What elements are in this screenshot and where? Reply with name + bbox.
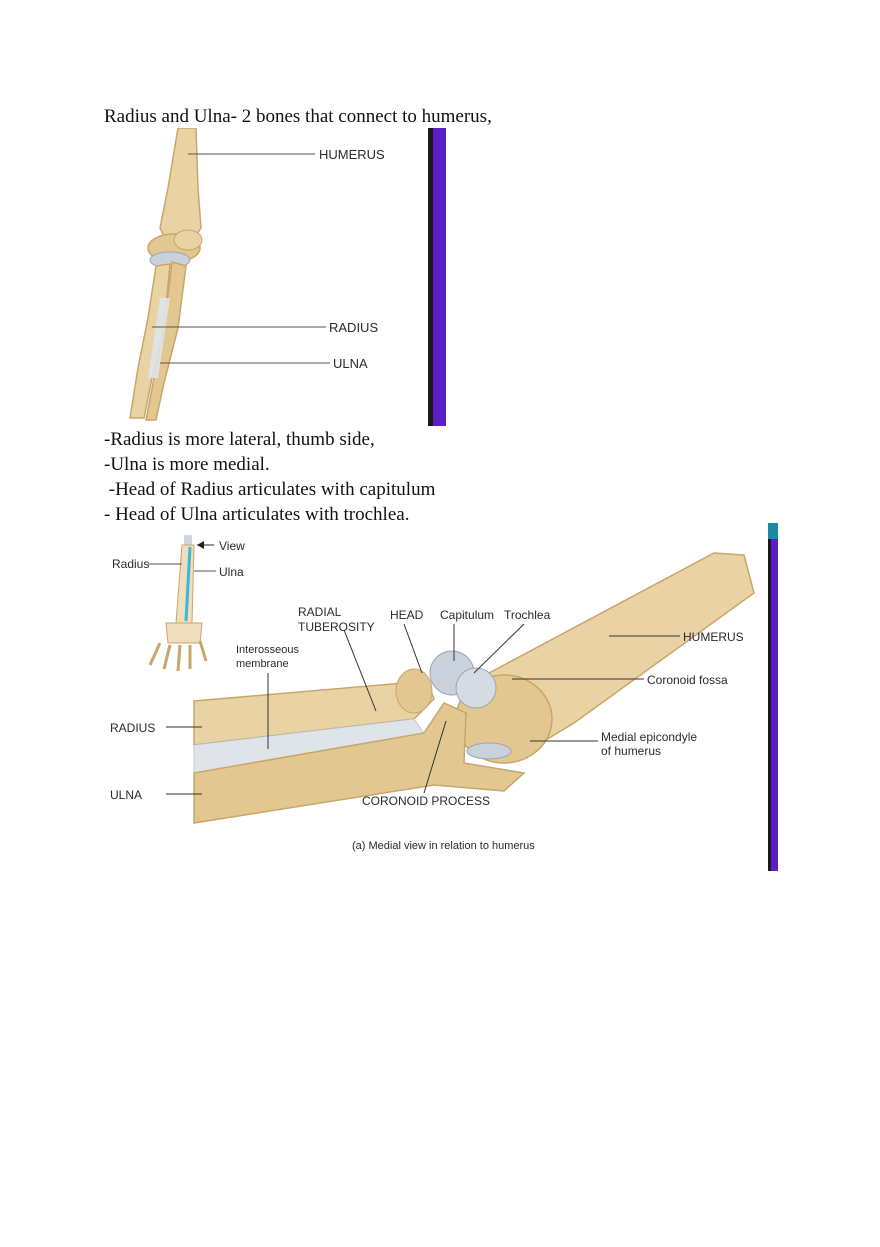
elbow-illustration: View Radius Ulna RADIAL TUBEROSIT <box>104 523 778 873</box>
label-ulna-small: Ulna <box>219 565 244 579</box>
label-view: View <box>219 539 245 553</box>
note-3: -Head of Radius articulates with capitul… <box>104 479 436 500</box>
label-humerus: HUMERUS <box>319 147 385 162</box>
note-4: - Head of Ulna articulates with trochlea… <box>104 504 410 525</box>
inset-arm-view: View Radius Ulna <box>112 535 245 672</box>
label-medial-epicondyle-line2: of humerus <box>601 744 661 758</box>
arm-bones-illustration: HUMERUS RADIUS ULNA <box>108 128 446 426</box>
label-trochlea: Trochlea <box>504 608 551 622</box>
label-radius-small: Radius <box>112 557 149 571</box>
label-radius: RADIUS <box>329 320 378 335</box>
label-coronoid-process: CORONOID PROCESS <box>362 794 490 808</box>
figure-elbow-medial-view: View Radius Ulna RADIAL TUBEROSIT <box>104 523 780 873</box>
figure-arm-bones: HUMERUS RADIUS ULNA <box>108 128 448 426</box>
trochlea-shape <box>455 667 497 709</box>
intro-text: Radius and Ulna- 2 bones that connect to… <box>104 106 492 127</box>
label-capitulum: Capitulum <box>440 608 494 622</box>
label-medial-epicondyle-line1: Medial epicondyle <box>601 730 697 744</box>
label-interosseous-line1: Interosseous <box>236 644 299 656</box>
label-head: HEAD <box>390 608 424 622</box>
label-ulna-large: ULNA <box>110 788 142 802</box>
label-interosseous-line2: membrane <box>236 658 289 670</box>
figure2-sidebar <box>768 523 778 871</box>
label-ulna: ULNA <box>333 356 368 371</box>
label-radial-tuberosity-line1: RADIAL <box>298 605 342 619</box>
label-humerus-large: HUMERUS <box>683 630 744 644</box>
ulna-shape-large <box>193 702 526 824</box>
figure-caption: (a) Medial view in relation to humerus <box>352 840 535 852</box>
inset-ulna-highlight <box>184 546 192 622</box>
label-coronoid-fossa: Coronoid fossa <box>647 673 728 687</box>
note-1: -Radius is more lateral, thumb side, <box>104 429 375 450</box>
label-radial-tuberosity-line2: TUBEROSITY <box>298 620 375 634</box>
note-2: -Ulna is more medial. <box>104 454 270 475</box>
label-radius-large: RADIUS <box>110 721 155 735</box>
